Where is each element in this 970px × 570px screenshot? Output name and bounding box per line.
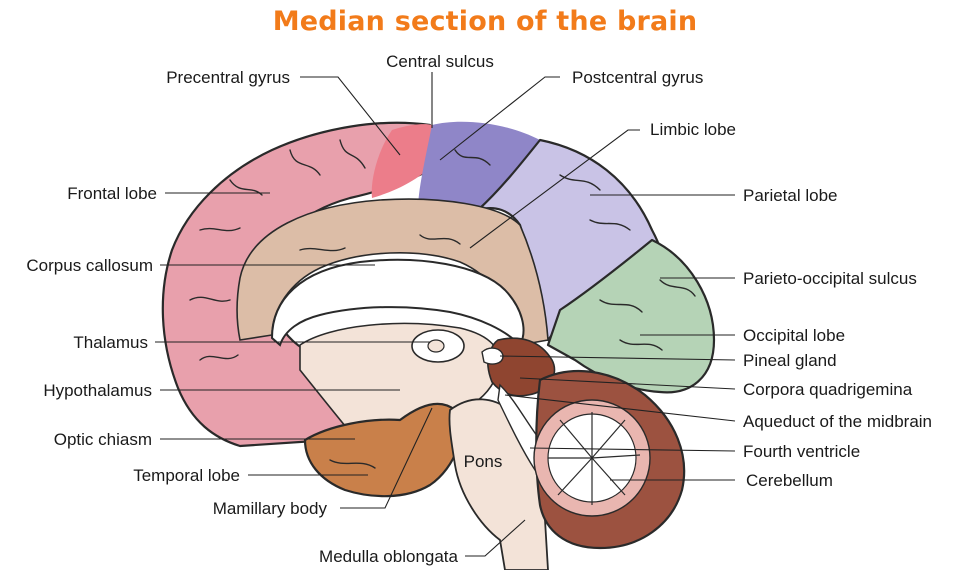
label-thalamus: Thalamus xyxy=(73,333,148,352)
label-medulla-oblongata: Medulla oblongata xyxy=(319,547,458,566)
label-precentral-gyrus: Precentral gyrus xyxy=(166,68,290,87)
label-limbic-lobe: Limbic lobe xyxy=(650,120,736,139)
label-corpus-callosum: Corpus callosum xyxy=(26,256,153,275)
label-pons: Pons xyxy=(464,452,503,471)
label-fourth-ventricle: Fourth ventricle xyxy=(743,442,860,461)
label-postcentral-gyrus: Postcentral gyrus xyxy=(572,68,703,87)
label-central-sulcus: Central sulcus xyxy=(386,52,494,71)
label-frontal-lobe: Frontal lobe xyxy=(67,184,157,203)
label-optic-chiasm: Optic chiasm xyxy=(54,430,152,449)
pineal-gland xyxy=(482,348,503,364)
label-cerebellum: Cerebellum xyxy=(746,471,833,490)
label-corpora-quadrigemina: Corpora quadrigemina xyxy=(743,380,913,399)
thalamus-inner xyxy=(428,340,444,352)
label-parieto-occipital-sulcus: Parieto-occipital sulcus xyxy=(743,269,917,288)
label-pineal-gland: Pineal gland xyxy=(743,351,837,370)
label-aqueduct: Aqueduct of the midbrain xyxy=(743,412,932,431)
brainstem-region xyxy=(449,399,548,570)
label-parietal-lobe: Parietal lobe xyxy=(743,186,838,205)
label-occipital-lobe: Occipital lobe xyxy=(743,326,845,345)
label-hypothalamus: Hypothalamus xyxy=(43,381,152,400)
label-temporal-lobe: Temporal lobe xyxy=(133,466,240,485)
label-mamillary-body: Mamillary body xyxy=(213,499,328,518)
